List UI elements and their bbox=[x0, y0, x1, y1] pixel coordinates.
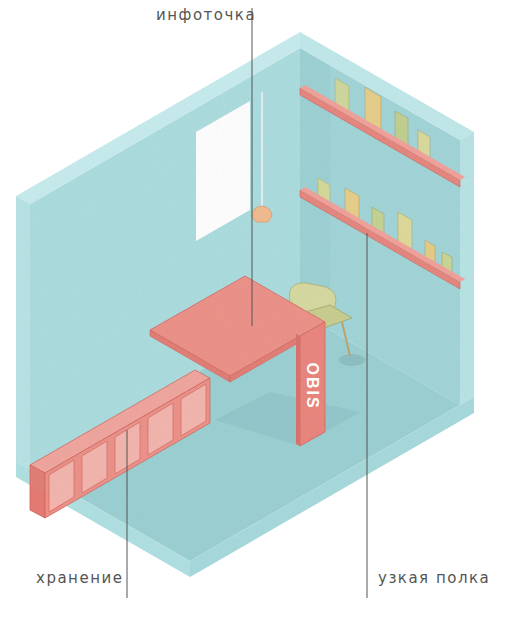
callout-label: инфоточка bbox=[156, 6, 256, 24]
brand-text: OBIS bbox=[303, 362, 321, 409]
leader-line bbox=[252, 8, 253, 326]
leader-line bbox=[367, 233, 368, 598]
leader-line bbox=[127, 430, 128, 598]
callout-label: узкая полка bbox=[378, 569, 490, 587]
callout-label: хранение bbox=[36, 569, 123, 587]
